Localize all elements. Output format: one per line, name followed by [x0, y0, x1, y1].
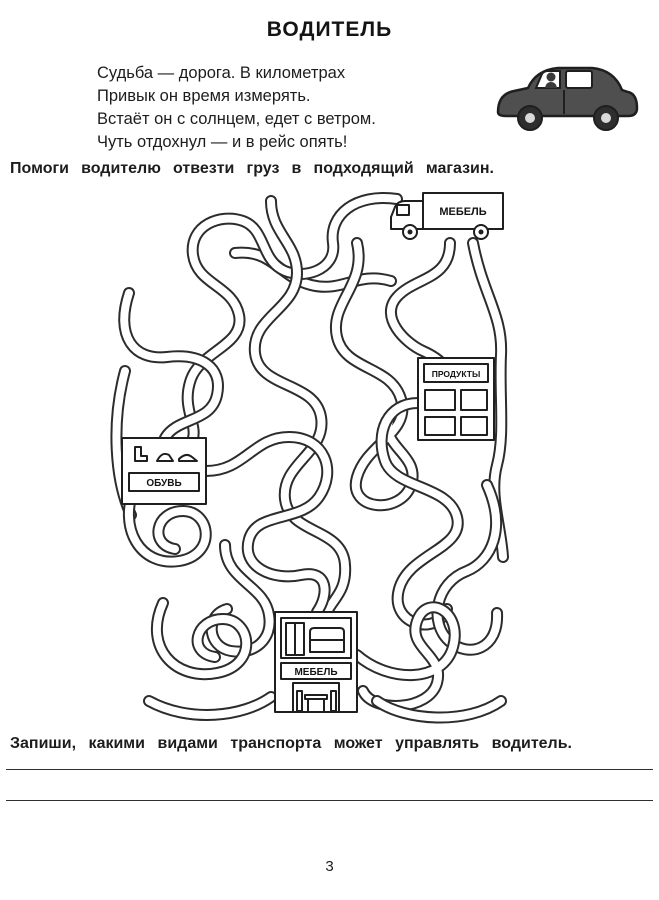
truck-label: МЕБЕЛЬ [439, 206, 486, 218]
sofa-icon [309, 627, 345, 653]
maze: МЕБЕЛЬ ПРОДУКТЫ ОБУВЬ [105, 192, 515, 730]
page-title: ВОДИТЕЛЬ [266, 18, 393, 41]
store-sign-produkty: ПРОДУКТЫ [432, 369, 481, 379]
truck-cab-window [396, 204, 410, 216]
writing-task: Запиши, какими видами транспорта может у… [10, 735, 572, 752]
table-legs [307, 699, 325, 711]
store-obuv: ОБУВЬ [121, 437, 207, 505]
page-number: 3 [325, 858, 334, 875]
boot-icon [134, 446, 148, 462]
driver-head [546, 72, 556, 82]
store-produkty-window [424, 389, 456, 411]
truck-cargo-box [422, 192, 504, 230]
store-produkty-signboard [423, 363, 489, 383]
store-produkty-window [424, 416, 456, 436]
car-wheel-rear-hub [601, 113, 611, 123]
chair-icon [296, 690, 303, 712]
store-mebel: МЕБЕЛЬ [274, 611, 358, 713]
store-produkty-window [460, 389, 488, 411]
table-icon [304, 694, 328, 700]
store-sign-obuv: ОБУВЬ [146, 478, 181, 489]
store-produkty-door [460, 416, 488, 436]
heel-shoe-icon [156, 452, 174, 462]
driver-body [545, 82, 557, 88]
store-mebel-doorway [292, 682, 340, 713]
poem-line: Встаёт он с солнцем, едет с ветром. [97, 110, 376, 128]
car-rear-window [565, 70, 593, 89]
truck-wheel-rear-hub [478, 229, 484, 235]
car-body [496, 66, 639, 118]
poem-line: Чуть отдохнул — и в рейс опять! [97, 133, 348, 151]
poem: Судьба — дорога. В километрах Привык он … [97, 62, 407, 154]
truck-wheel-front-hub [407, 229, 413, 235]
poem-line: Судьба — дорога. В километрах [97, 64, 346, 82]
store-obuv-signboard [128, 472, 200, 492]
sneaker-icon [178, 453, 198, 462]
poem-line: Привык он время измерять. [97, 87, 311, 105]
car-illustration [496, 66, 639, 131]
chair-icon [330, 690, 337, 712]
answer-line [6, 800, 653, 801]
store-mebel-signboard [280, 662, 352, 680]
store-mebel-display-window [280, 617, 352, 659]
car-wheel-front-hub [525, 113, 535, 123]
delivery-truck: МЕБЕЛЬ [390, 192, 504, 240]
store-sign-mebel: МЕБЕЛЬ [294, 667, 337, 678]
answer-line [6, 769, 653, 770]
store-produkty: ПРОДУКТЫ [417, 357, 495, 441]
maze-instruction: Помоги водителю отвезти груз в подходящи… [10, 160, 494, 177]
